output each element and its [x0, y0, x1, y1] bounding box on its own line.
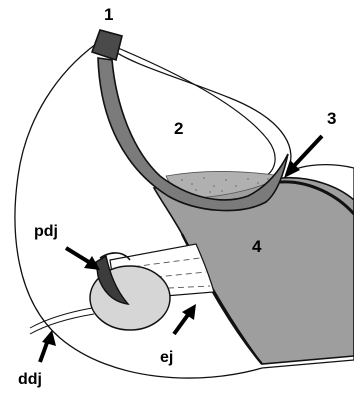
arrow-ddj: [40, 330, 56, 362]
label-ej: ej: [160, 349, 173, 366]
label-part-3: 3: [327, 109, 336, 128]
label-part-1: 1: [104, 5, 113, 24]
label-pdj: pdj: [34, 223, 58, 240]
label-ddj: ddj: [18, 371, 42, 388]
label-part-4: 4: [252, 237, 262, 256]
label-part-2: 2: [174, 119, 183, 138]
